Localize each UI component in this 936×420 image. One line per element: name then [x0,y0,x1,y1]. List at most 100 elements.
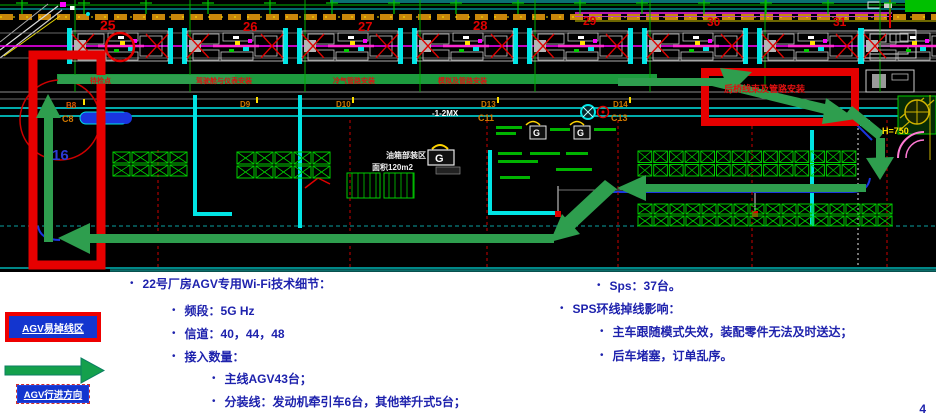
impact-congestion: 后车堵塞，订单乱序。 [612,349,733,363]
station-icon [859,28,936,64]
g-markers [427,120,591,175]
g-marker-label: G [577,128,584,138]
arrow-ne-body [846,106,884,140]
arrow-diag-body [561,180,617,231]
note-item-row: • 信道：40，44，48 [172,327,285,341]
fan-icon [580,104,610,120]
bullet-icon: • [597,280,601,291]
g-marker-label: G [533,128,540,138]
arrow-down-body [876,138,885,164]
wifi-channels: 信道：40，44，48 [184,327,285,341]
station-caption-highlight: 后桥线束及管路安装 [724,83,806,94]
arrow-inbox-body [712,79,838,116]
bullet-icon: • [172,328,176,339]
point-label: D9 [240,100,251,109]
note-item-row: • SPS环线掉线影响： [560,302,681,316]
bullet-icon: • [130,278,134,289]
note-item-row: • 接入数量： [172,350,245,364]
arrow-band-bar [58,75,235,84]
agv-route-arrows [36,68,894,254]
station-icon [182,28,288,64]
legend-direction-label: AGV行进方向 [23,390,83,401]
arrow-mid-left-head [617,175,646,201]
g-marker-label: G [435,153,444,165]
note-subitem-row: • 后车堵塞，订单乱序。 [600,349,733,363]
arrow-up-head [36,94,61,118]
note-title-row: • 22号厂房AGV专用Wi-Fi技术细节： [130,277,331,291]
point-label: C8 [62,114,74,124]
red-circle-marker [104,31,136,63]
station-number: 28 [473,18,487,33]
rack-grid [637,150,857,177]
cad-left-ramp [0,2,90,59]
subline-count: 分装线：发动机牵引车6台，其他举升式5台； [224,395,466,409]
dropout-zone-box-left [28,50,106,270]
station-icon [642,28,748,64]
column-number: 16 [52,147,69,164]
sps-impact-title: SPS环线掉线影响： [572,302,681,316]
bullet-icon: • [600,326,604,337]
point-label: B8 [66,101,77,110]
bullet-icon: • [172,351,176,362]
note-subitem-row: • 主线AGV43台； [212,372,312,386]
cad-floorplan-svg: 25 26 27 28 29 30 31 待检点 驾驶舱与仪表安装 冷气管路安装… [0,0,936,272]
mx-label: -1-2MX [432,109,459,118]
cad-generated [16,0,936,268]
station-caption: 待检点 [90,76,111,85]
conveyor-number: 31 [833,15,847,29]
wifi-access-count: 接入数量： [184,350,245,364]
rack-grid [236,151,331,179]
note-subitem-row: • 分装线：发动机牵引车6台，其他举升式5台； [212,395,466,409]
impact-follow-mode: 主车跟随模式失效，装配零件无法及时送达； [612,325,853,339]
arrow-box-entry-body [618,78,726,86]
conveyor-number: 29 [583,14,597,28]
point-label: C13 [611,113,628,123]
cad-top-lines [0,0,936,28]
zone-racks-striped [346,172,415,199]
micro-labels [496,126,616,179]
cad-floorplan: 25 26 27 28 29 30 31 待检点 驾驶舱与仪表安装 冷气管路安装… [0,0,936,272]
arrow-up-body [44,112,53,242]
point-label: D10 [336,100,351,109]
bullet-icon: • [172,305,176,316]
mainline-count: 主线AGV43台； [224,372,312,386]
zone-label: 面积120m2 [372,162,413,172]
height-label: H=750 [882,126,909,136]
station-number: 27 [358,19,372,34]
conveyor-number: 30 [707,15,721,29]
arrow-down-head [866,157,894,180]
bullet-icon: • [600,350,604,361]
legend-direction-arrow [4,357,105,384]
note-subitem-row: • Sps：37台。 [597,279,681,293]
legend-direction: AGV行进方向 [16,384,90,404]
station-caption: 冷气管路安装 [333,76,375,85]
sps-count: Sps：37台。 [609,279,681,293]
rack-grid [112,151,188,177]
bullet-icon: • [212,373,216,384]
note-subitem-row: • 主车跟随模式失效，装配零件无法及时送达； [600,325,853,339]
page-number: 4 [919,402,926,416]
walkway-band [57,74,657,84]
note-item-row: • 频段：5G Hz [172,304,255,318]
arrow-long-left-body [86,234,554,243]
point-label: C11 [478,113,494,123]
arrow-mid-left-body [640,184,866,192]
station-icon [412,28,518,64]
bullet-icon: • [560,303,564,314]
station-caption: 驾驶舱与仪表安装 [195,76,252,85]
point-label: D14 [613,100,628,109]
legend-dropout-label: AGV易掉线区 [22,323,84,335]
dropout-zone-box-right [701,68,859,126]
station-number: 26 [243,19,257,34]
wifi-band: 频段：5G Hz [184,304,255,318]
legend-dropout-zone: AGV易掉线区 [5,312,101,342]
wifi-title: 22号厂房AGV专用Wi-Fi技术细节： [142,277,332,291]
station-icon [527,28,633,64]
arrow-inbox-head [822,98,856,124]
bullet-icon: • [212,396,216,407]
arrow-diag-head [550,214,580,242]
point-label: D13 [481,100,496,109]
station-icon [297,28,403,64]
arrow-long-left-head [58,223,90,254]
